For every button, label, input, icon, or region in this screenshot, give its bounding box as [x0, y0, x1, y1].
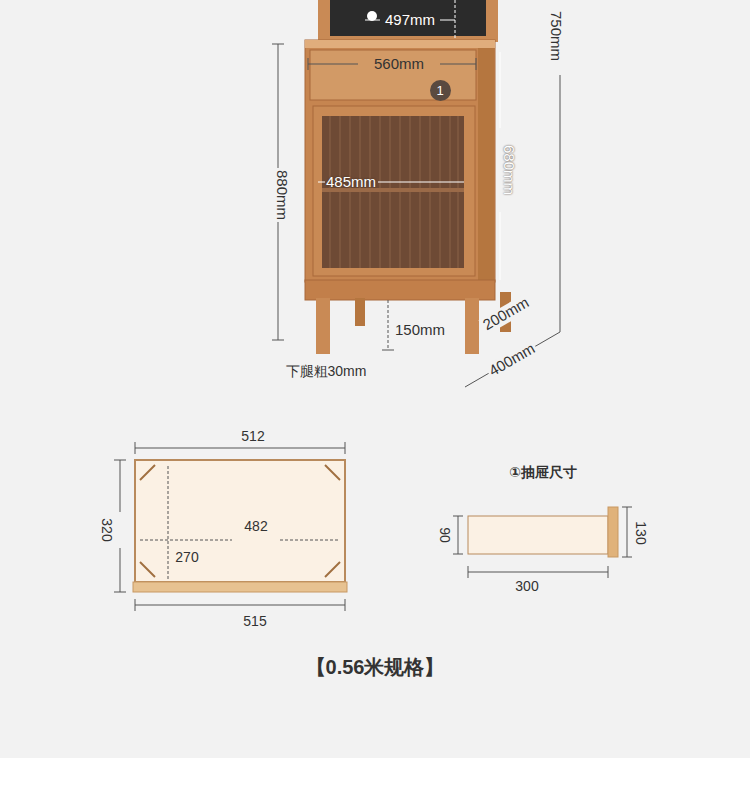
caption: 【0.56米规格】	[306, 654, 445, 681]
dimension-label: 482	[242, 519, 269, 534]
dimension-label: 200mm	[478, 293, 533, 334]
dimension-label: 300	[513, 579, 540, 594]
dimension-label: ①抽屉尺寸	[507, 465, 579, 480]
callout-circle: 1	[430, 80, 451, 101]
dimension-label: 497mm	[383, 12, 437, 29]
dimension-label: 560mm	[372, 56, 426, 73]
dimension-label: 90	[436, 525, 451, 545]
dimension-label: 680mm	[501, 143, 518, 197]
dimension-label: 485mm	[324, 174, 378, 191]
dimension-label: 750mm	[548, 9, 565, 63]
dimension-label: 下腿粗30mm	[284, 364, 369, 379]
dimension-label: 130	[632, 519, 647, 546]
dimension-label: 515	[241, 614, 268, 629]
callout-number: 1	[436, 83, 443, 98]
dimension-label: 512	[239, 429, 266, 444]
dimension-label: 400mm	[484, 339, 539, 380]
dimension-label: 270	[173, 550, 200, 565]
dimension-label: 150mm	[393, 322, 447, 339]
dimension-label: 880mm	[274, 168, 291, 222]
dimension-label: 320	[98, 516, 113, 543]
